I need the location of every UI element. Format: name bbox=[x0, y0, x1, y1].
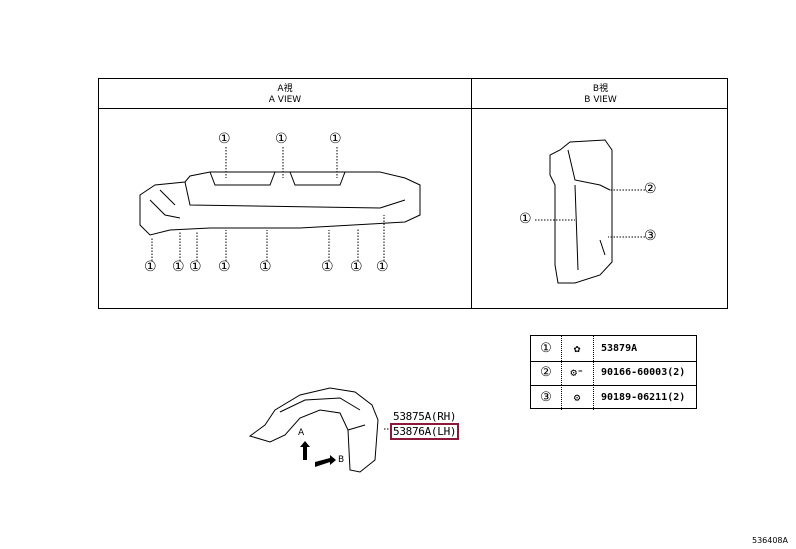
parts-row[interactable]: ① ✿ 53879A bbox=[531, 336, 696, 362]
part-number[interactable]: 90189-06211(2) bbox=[601, 391, 686, 403]
b-view-title-en: B VIEW bbox=[584, 95, 617, 105]
ref-number: ② bbox=[531, 360, 562, 386]
views-frame: A視 A VIEW B視 B VIEW bbox=[98, 78, 728, 309]
views-header bbox=[99, 79, 727, 109]
parts-row[interactable]: ③ ⚙ 90189-06211(2) bbox=[531, 385, 696, 410]
ref-number: ③ bbox=[531, 385, 562, 410]
diagram-id: 536408A bbox=[751, 536, 788, 545]
clip-icon: ✿ bbox=[561, 336, 594, 361]
a-callout-bottom-6: ① bbox=[321, 259, 334, 275]
part-number[interactable]: 90166-60003(2) bbox=[601, 367, 686, 379]
a-callout-bottom-3: ① bbox=[189, 259, 202, 275]
a-callout-top-3: ① bbox=[329, 131, 342, 147]
arrow-a-icon bbox=[300, 441, 310, 460]
a-callout-bottom-7: ① bbox=[350, 259, 363, 275]
fender-liner-drawing bbox=[248, 387, 379, 473]
screw-icon: ⚙⁼ bbox=[561, 360, 594, 386]
part-number-rh[interactable]: 53875A(RH) bbox=[393, 410, 457, 423]
parts-row[interactable]: ② ⚙⁼ 90166-60003(2) bbox=[531, 360, 696, 387]
arrow-b-icon bbox=[315, 455, 336, 467]
a-callout-bottom-5: ① bbox=[259, 259, 272, 275]
a-view-leader-lines bbox=[151, 147, 385, 261]
a-callout-bottom-1: ① bbox=[144, 259, 157, 275]
a-view-title-en: A VIEW bbox=[268, 95, 302, 105]
b-callout-1: ① bbox=[519, 211, 532, 227]
parts-table: ① ✿ 53879A ② ⚙⁼ 90166-60003(2) ③ ⚙ 90189… bbox=[530, 335, 697, 410]
b-view-title: B視 B VIEW bbox=[472, 84, 729, 106]
a-callout-bottom-8: ① bbox=[376, 259, 389, 275]
arrow-a-label: A bbox=[298, 428, 305, 438]
b-view-liner-drawing bbox=[549, 139, 613, 284]
ref-number: ① bbox=[531, 336, 562, 361]
a-view-title: A視 A VIEW bbox=[99, 84, 471, 106]
arrow-b-label: B bbox=[338, 455, 345, 465]
b-view-leader-lines bbox=[535, 189, 645, 238]
a-callout-top-2: ① bbox=[275, 131, 288, 147]
b-view-title-jp: B視 bbox=[592, 84, 609, 94]
a-callout-top-1: ① bbox=[218, 131, 231, 147]
nut-icon: ⚙ bbox=[561, 385, 594, 410]
part-number-lh-highlighted[interactable]: 53876A(LH) bbox=[390, 423, 460, 440]
a-view-liner-drawing bbox=[139, 171, 421, 236]
a-view-title-jp: A視 bbox=[277, 84, 293, 94]
a-callout-bottom-2: ① bbox=[172, 259, 185, 275]
view-divider bbox=[471, 79, 472, 308]
part-number[interactable]: 53879A bbox=[601, 342, 638, 354]
a-callout-bottom-4: ① bbox=[218, 259, 231, 275]
b-callout-3: ③ bbox=[644, 228, 657, 244]
b-callout-2: ② bbox=[644, 181, 657, 197]
